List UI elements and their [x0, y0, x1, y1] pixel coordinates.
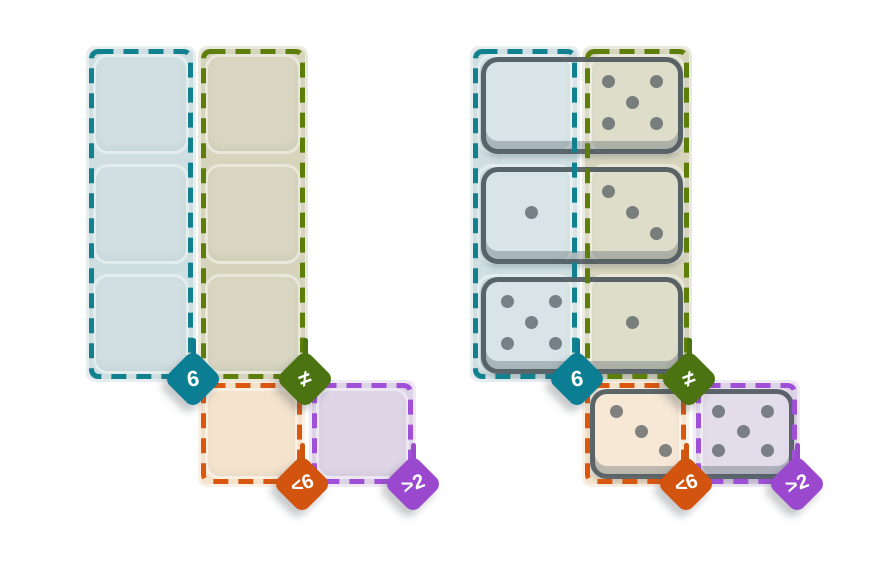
cell-socket[interactable] — [93, 54, 189, 154]
pip — [760, 443, 774, 457]
pip — [626, 316, 639, 329]
cell-socket[interactable] — [316, 388, 409, 479]
pip — [649, 227, 663, 240]
pip — [649, 75, 663, 88]
pip — [602, 75, 616, 88]
constraint-label-purple: >2 — [398, 469, 428, 499]
diamond-stem — [794, 443, 800, 461]
pip — [501, 295, 515, 308]
constraint-label-purple: >2 — [782, 469, 812, 499]
diamond-stem — [302, 338, 308, 356]
domino-tile[interactable] — [481, 167, 683, 264]
cell-socket[interactable] — [205, 54, 301, 154]
region-border — [201, 49, 305, 379]
pip — [712, 443, 726, 457]
pip — [602, 185, 616, 198]
cell-socket[interactable] — [93, 274, 189, 374]
region-teal-fill — [89, 49, 193, 379]
cell-socket[interactable] — [93, 164, 189, 264]
pip — [548, 337, 562, 350]
region-border — [585, 383, 686, 484]
pip — [658, 443, 672, 457]
domino-tile[interactable] — [481, 57, 683, 154]
constraint-label-teal: 6 — [185, 365, 201, 392]
constraint-label-orange: <6 — [287, 469, 317, 499]
diamond-stem — [683, 443, 689, 461]
pip — [525, 206, 538, 219]
pip — [736, 424, 750, 438]
pip — [649, 117, 663, 130]
diamond-stem — [410, 443, 416, 461]
region-border — [89, 49, 193, 379]
pip — [760, 405, 774, 419]
region-border — [201, 383, 302, 484]
cell-socket[interactable] — [205, 388, 298, 479]
pip — [634, 424, 648, 438]
region-border — [585, 49, 689, 379]
region-border — [312, 383, 413, 484]
pip — [602, 117, 616, 130]
pip — [712, 405, 726, 419]
diamond-stem — [574, 338, 580, 356]
region-border — [473, 49, 577, 379]
diamond-stem — [686, 338, 692, 356]
pip — [626, 96, 639, 109]
cell-socket[interactable] — [205, 164, 301, 264]
pip — [626, 206, 639, 219]
diamond-stem — [299, 443, 305, 461]
pip — [610, 405, 624, 419]
constraint-label-olive: ≠ — [678, 364, 699, 393]
pip — [525, 316, 538, 329]
cell-socket[interactable] — [205, 274, 301, 374]
constraint-label-orange: <6 — [671, 469, 701, 499]
pip — [548, 295, 562, 308]
region-border — [696, 383, 797, 484]
diamond-stem — [190, 338, 196, 356]
constraint-label-olive: ≠ — [294, 364, 315, 393]
pip — [501, 337, 515, 350]
region-olive-fill — [201, 49, 305, 379]
constraint-label-teal: 6 — [569, 365, 585, 392]
